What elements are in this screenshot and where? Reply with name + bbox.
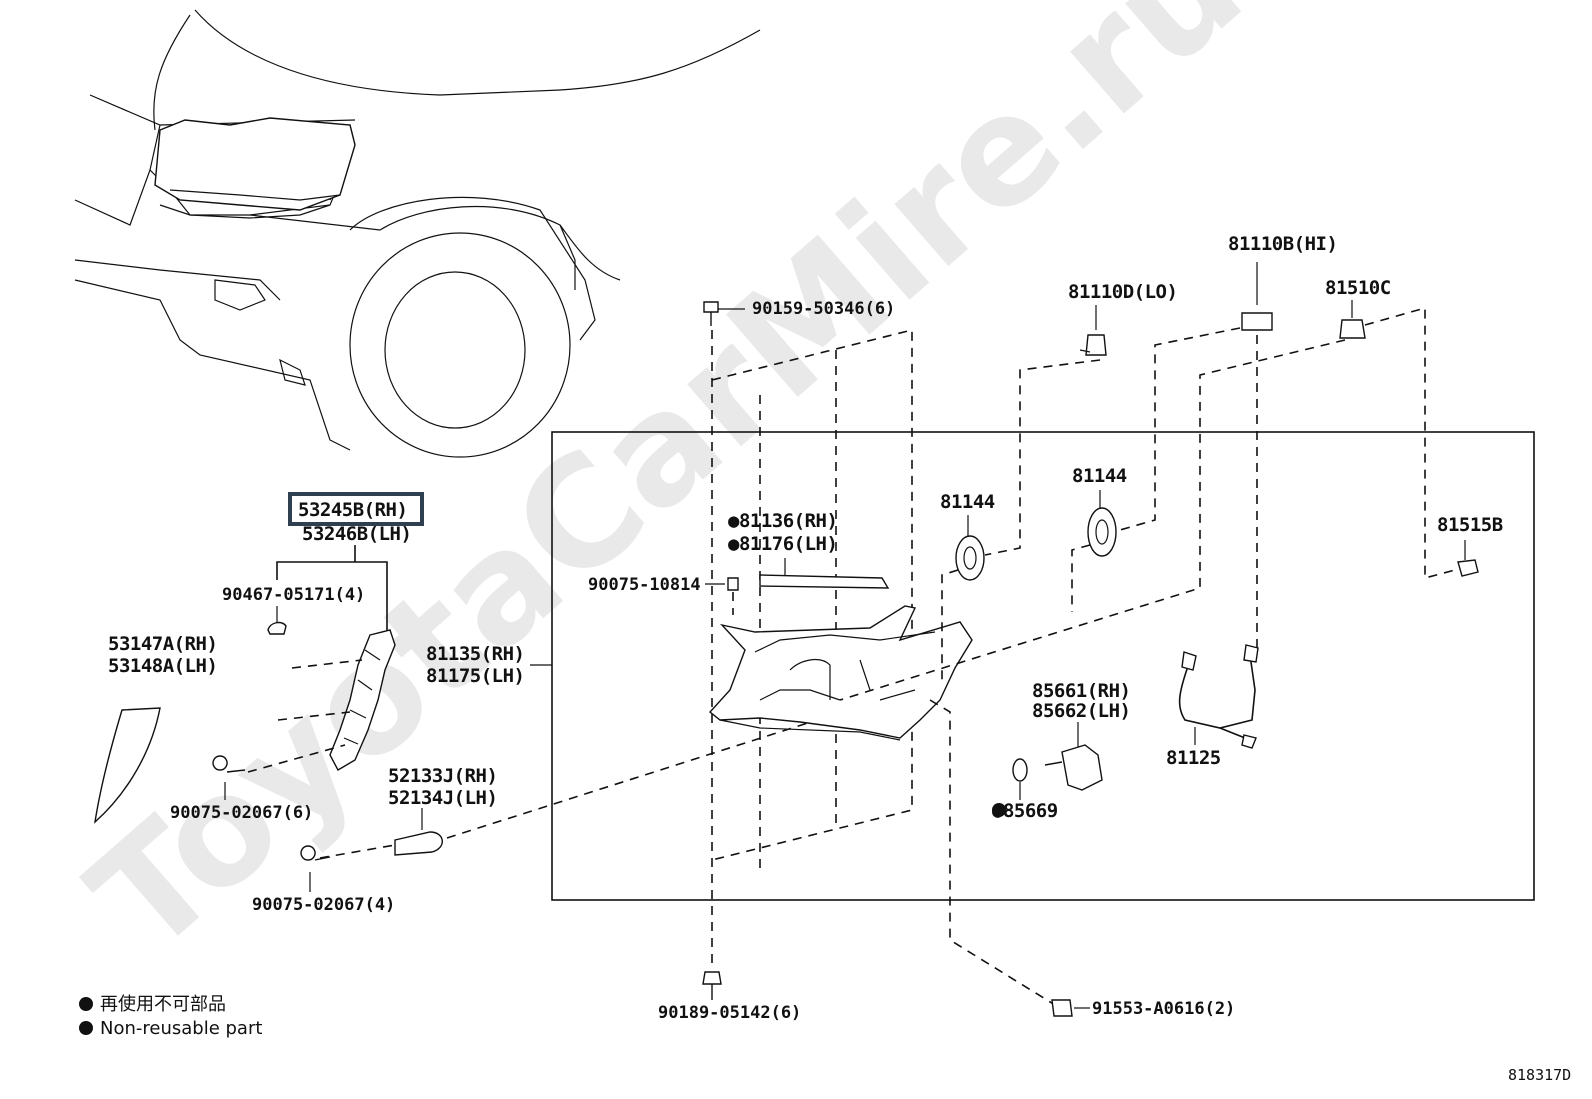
part-label-85669[interactable]: ●85669 <box>992 800 1058 822</box>
bracket-group: 53245B(RH) 53246B(LH) 90467-05171(4) 531… <box>94 492 881 915</box>
legend-marker-1 <box>79 997 93 1011</box>
screw-90075-10814-icon <box>727 577 739 591</box>
cap-81144-1-icon <box>955 535 985 581</box>
part-label-81510c[interactable]: 81510C <box>1325 277 1391 299</box>
legend: 再使用不可部品 Non-reusable part <box>79 994 262 1039</box>
part-label-90075-02067-6[interactable]: 90075-02067(6) <box>170 803 313 823</box>
bulb-81510c-icon <box>1339 319 1366 339</box>
part-label-81125[interactable]: 81125 <box>1166 747 1221 769</box>
headlamp-assembly-boundary <box>551 431 1535 901</box>
socket-81515b-icon <box>1457 559 1479 577</box>
part-label-81176[interactable]: ●81176(LH) <box>728 533 838 555</box>
actuator-group: 85661(RH) 85662(LH) ●85669 81125 <box>992 644 1259 822</box>
cap-81144-2-icon <box>1087 507 1117 557</box>
bolt-90189-icon <box>702 971 722 1000</box>
vehicle-front-illustration <box>74 9 761 458</box>
non-reusable-marker <box>992 803 1006 817</box>
screw-90075-02067-4-icon <box>300 845 331 861</box>
cover-53147a-icon <box>94 707 161 824</box>
screw-90075-02067-6-icon <box>212 755 246 773</box>
part-label-81144-2[interactable]: 81144 <box>1072 465 1127 487</box>
headlamp-81135-icon <box>708 605 973 739</box>
part-label-52134j[interactable]: 52134J(LH) <box>388 787 498 809</box>
part-label-53246b[interactable]: 53246B(LH) <box>302 523 412 545</box>
part-label-81110d[interactable]: 81110D(LO) <box>1068 281 1178 303</box>
part-label-81135[interactable]: 81135(RH) <box>426 643 525 665</box>
bottom-fasteners: 90189-05142(6) 91553-A0616(2) <box>658 971 1235 1023</box>
bulb-group: 81110D(LO) 81110B(HI) 81510C 81144 81144… <box>839 233 1503 701</box>
part-label-53148a[interactable]: 53148A(LH) <box>108 655 218 677</box>
clip-90467-icon <box>267 621 287 635</box>
gasket-81136-icon <box>759 574 890 589</box>
part-label-90159-50346[interactable]: 90159-50346(6) <box>752 299 895 319</box>
part-label-85661[interactable]: 85661(RH) <box>1032 680 1131 702</box>
bulb-81110d-icon <box>1079 334 1107 356</box>
part-label-53147a[interactable]: 53147A(RH) <box>108 633 218 655</box>
legend-text-en: Non-reusable part <box>100 1018 262 1039</box>
highlighted-part-box <box>288 492 424 526</box>
part-label-81136[interactable]: ●81136(RH) <box>728 510 838 532</box>
part-label-91553-a0616[interactable]: 91553-A0616(2) <box>1092 999 1235 1019</box>
bracket-53245b-icon <box>329 629 396 771</box>
nut-91553-icon <box>1051 999 1073 1017</box>
part-label-90075-02067-4[interactable]: 90075-02067(4) <box>252 895 395 915</box>
part-label-81175[interactable]: 81175(LH) <box>426 665 525 687</box>
guide-52133j-icon <box>394 831 443 856</box>
part-label-90189-05142[interactable]: 90189-05142(6) <box>658 1003 801 1023</box>
diagram-code: 818317D <box>1508 1066 1571 1084</box>
bolt-90159-icon <box>703 301 719 326</box>
part-label-81144-1[interactable]: 81144 <box>940 491 995 513</box>
part-label-85662[interactable]: 85662(LH) <box>1032 700 1131 722</box>
oring-85669-icon <box>1012 758 1028 782</box>
legend-text-jp: 再使用不可部品 <box>100 994 226 1015</box>
legend-marker-2 <box>79 1021 93 1035</box>
part-label-81110b[interactable]: 81110B(HI) <box>1228 233 1338 255</box>
actuator-85661-icon <box>1044 744 1103 791</box>
headlamp-group: 90159-50346(6) ●81136(RH) ●81176(LH) 900… <box>426 299 1056 1006</box>
part-label-53245b[interactable]: 53245B(RH) <box>298 499 408 521</box>
part-label-90467-05171[interactable]: 90467-05171(4) <box>222 585 365 605</box>
part-label-90075-10814[interactable]: 90075-10814 <box>588 575 701 595</box>
bulb-81110b-icon <box>1241 312 1273 331</box>
part-label-81515b[interactable]: 81515B <box>1437 514 1503 536</box>
part-label-52133j[interactable]: 52133J(RH) <box>388 765 498 787</box>
